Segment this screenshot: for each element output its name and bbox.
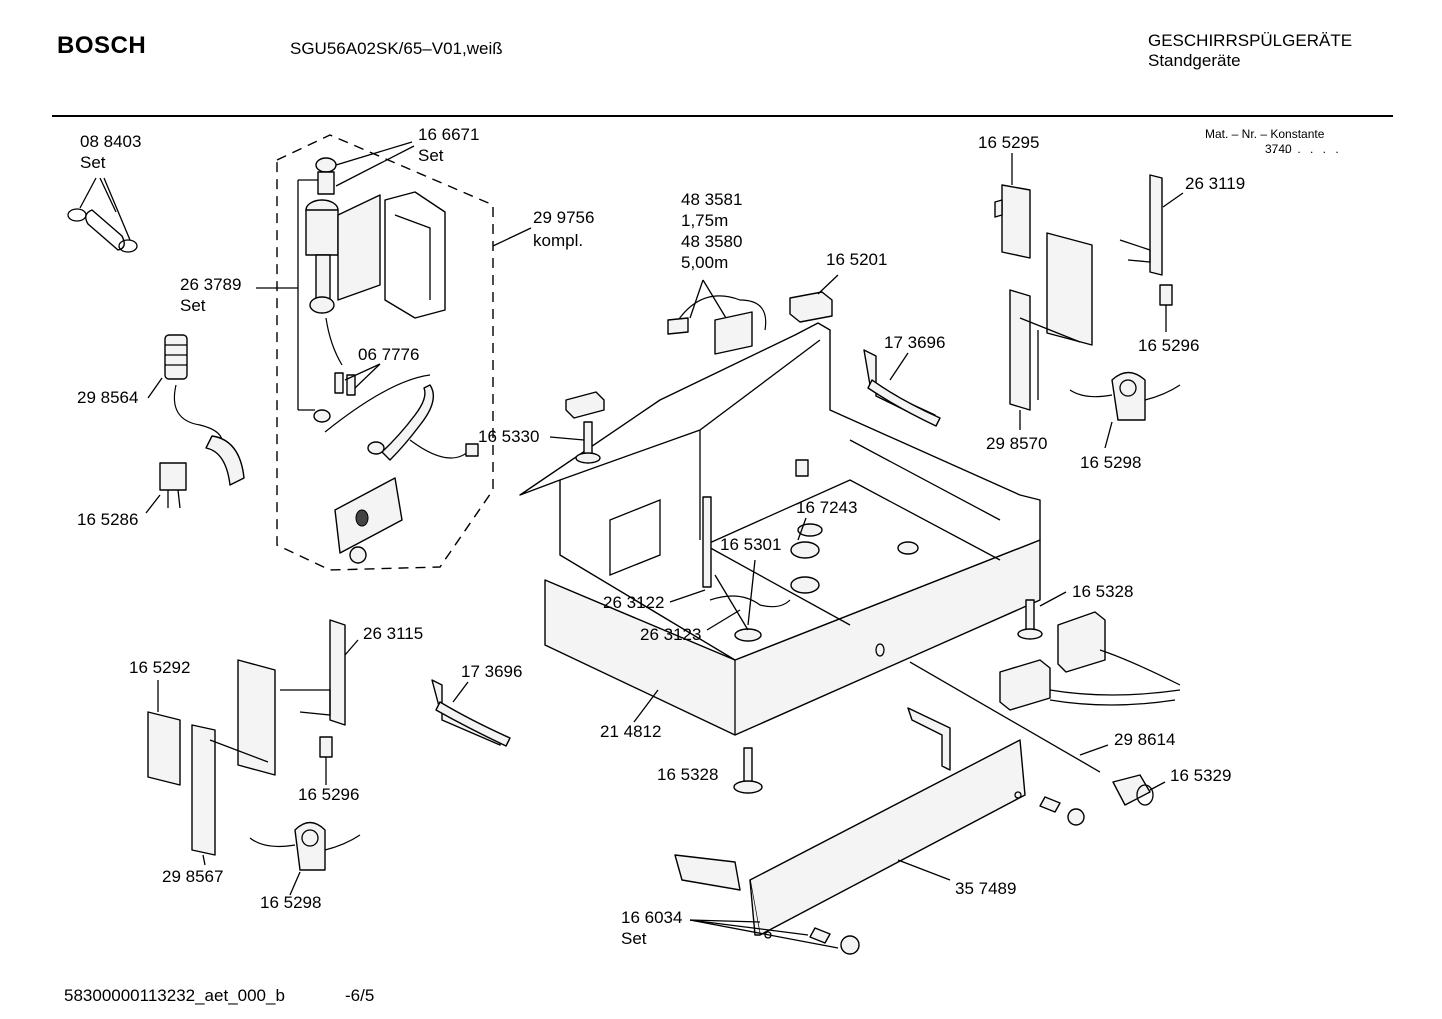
part-165298-sensor-top <box>1069 371 1181 449</box>
label-088403-set: Set <box>80 153 106 172</box>
label-165295: 16 5295 <box>978 133 1040 152</box>
part-173696-spring-top <box>863 349 941 427</box>
label-263789: 26 3789 <box>180 275 242 294</box>
part-357489-kick-plate <box>674 707 1026 939</box>
label-483580-length: 5,00m <box>681 253 729 272</box>
document-id: 58300000113232_aet_000_b <box>64 986 285 1005</box>
part-165298-sensor-bottom <box>249 821 361 896</box>
part-mounting-plate <box>334 477 403 564</box>
label-483581: 48 3581 <box>681 190 743 209</box>
label-165201: 16 5201 <box>826 250 888 269</box>
subcategory-title: Standgeräte <box>1148 51 1241 70</box>
part-263115-bracket <box>280 619 359 726</box>
label-165298-bottom: 16 5298 <box>260 893 322 912</box>
label-165329: 16 5329 <box>1170 766 1232 785</box>
part-173696-spring-bottom <box>431 679 511 747</box>
part-small-screws <box>689 796 1085 955</box>
label-165296-bottom: 16 5296 <box>298 785 360 804</box>
mat-nr-value: 3740 <box>1265 142 1292 156</box>
label-483580: 48 3580 <box>681 232 743 251</box>
label-263115: 26 3115 <box>363 624 424 643</box>
label-298567: 29 8567 <box>162 867 224 886</box>
part-298614-rod <box>909 661 1109 773</box>
part-298564-drain-hose <box>147 334 245 486</box>
part-inlet-hose-coil <box>313 384 479 461</box>
part-165201-connector <box>789 274 839 323</box>
assembly-group-outline <box>276 134 494 571</box>
part-298567-bracket <box>191 659 276 866</box>
label-263122: 26 3122 <box>603 593 665 612</box>
part-263119-bracket <box>1119 174 1184 276</box>
label-165292: 16 5292 <box>129 658 191 677</box>
page-number: -6/5 <box>345 986 375 1005</box>
part-483581-cable <box>667 279 767 355</box>
label-067776: 06 7776 <box>358 345 420 364</box>
part-165286-clip <box>145 462 187 514</box>
part-165292-cover <box>147 680 181 786</box>
part-cover-housing <box>384 191 446 319</box>
label-165328-right: 16 5328 <box>1072 582 1134 601</box>
part-165328-foot-right <box>1017 591 1067 640</box>
label-166034: 16 6034 <box>621 908 683 927</box>
label-298570: 29 8570 <box>986 434 1048 453</box>
label-299756: 29 9756 <box>533 208 595 227</box>
label-088403: 08 8403 <box>80 132 142 151</box>
part-165329-knob <box>1112 774 1166 806</box>
label-165301: 16 5301 <box>720 535 782 554</box>
label-165286: 16 5286 <box>77 510 139 529</box>
part-166671-aquastop-valve <box>256 141 415 411</box>
brand-logo: BOSCH <box>57 32 147 59</box>
label-298564: 29 8564 <box>77 388 139 407</box>
part-298570-bracket <box>1009 232 1093 430</box>
label-166671-set: Set <box>418 146 444 165</box>
part-165296-clip-bottom <box>319 736 333 785</box>
part-wiring-harness <box>999 611 1181 711</box>
label-298614: 29 8614 <box>1114 730 1176 749</box>
part-165296-clip-top <box>1159 284 1173 332</box>
label-214812: 21 4812 <box>600 722 662 741</box>
part-088403-hose-clamp-set <box>67 177 138 253</box>
label-357489: 35 7489 <box>955 879 1017 898</box>
label-165330: 16 5330 <box>478 427 540 446</box>
label-165298-top: 16 5298 <box>1080 453 1142 472</box>
label-165328-bottom: 16 5328 <box>657 765 719 784</box>
part-165295-cover <box>994 153 1031 259</box>
label-173696-top: 17 3696 <box>884 333 946 352</box>
label-263789-set: Set <box>180 296 206 315</box>
label-483581-length: 1,75m <box>681 211 729 230</box>
part-214812-base-tub <box>519 322 1041 736</box>
label-165296-top: 16 5296 <box>1138 336 1200 355</box>
model-number: SGU56A02SK/65–V01,weiß <box>290 39 503 58</box>
label-166671: 16 6671 <box>418 125 480 144</box>
label-263123: 26 3123 <box>640 625 702 644</box>
mat-nr-dots: . . . . . . <box>1272 142 1342 156</box>
part-067776-connectors <box>324 317 431 433</box>
label-173696-bottom: 17 3696 <box>461 662 523 681</box>
part-165330-foot-screw <box>549 391 605 464</box>
label-166034-set: Set <box>621 929 647 948</box>
label-167243: 16 7243 <box>796 498 858 517</box>
label-263119: 26 3119 <box>1185 174 1246 193</box>
mat-nr-label: Mat. – Nr. – Konstante <box>1205 127 1325 141</box>
part-165328-foot-bottom <box>733 747 763 794</box>
category-title: GESCHIRRSPÜLGERÄTE <box>1148 31 1353 50</box>
label-299756-kompl: kompl. <box>533 231 584 250</box>
